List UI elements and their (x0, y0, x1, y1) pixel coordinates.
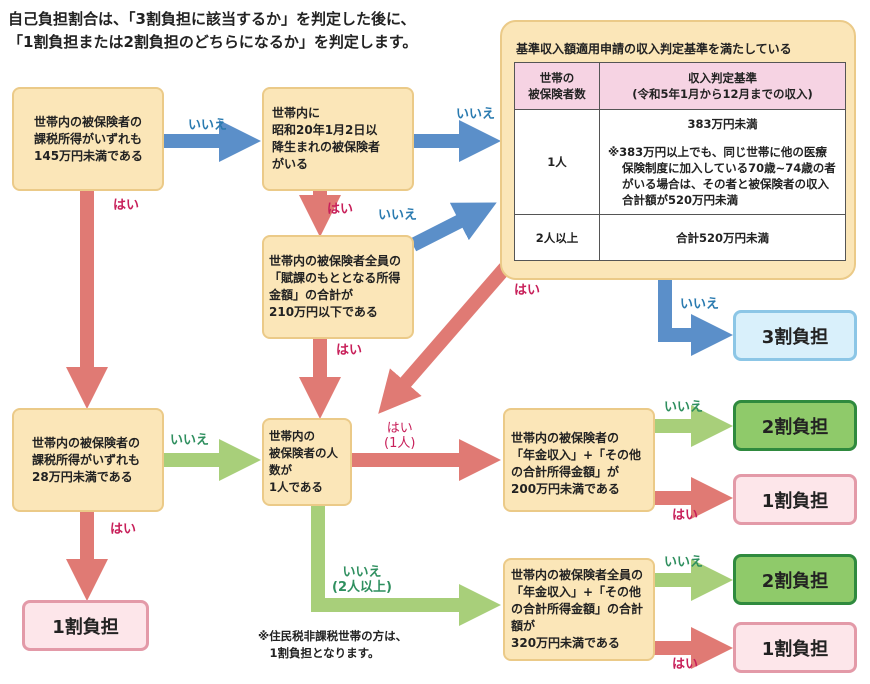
row-count: 2人以上 (514, 214, 600, 261)
label-yes: はい (327, 202, 354, 217)
criteria-box: 基準収入額適用申請の収入判定基準を満たしている 世帯の 被保険者数 収入判定基準… (500, 20, 856, 280)
box-income-210: 世帯内の被保険者全員の 「賦課のもととなる所得 金額」の合計が 210万円以下で… (262, 235, 414, 339)
box-text: 世帯内の被保険者の 課税所得がいずれも 28万円未満である (32, 435, 141, 484)
box-tax-28: 世帯内の被保険者の 課税所得がいずれも 28万円未満である (12, 408, 164, 512)
box-single-200: 世帯内の被保険者の 「年金収入」+「その他 の合計所得金額」が 200万円未満で… (503, 408, 655, 512)
table-row: 1人 383万円未満 ※383万円以上でも、同じ世帯に他の医療保険制度に加入して… (514, 109, 846, 215)
arrow-c-to-criteria (409, 202, 497, 252)
box-text: 世帯内の 被保険者の人数が 1人である (269, 429, 338, 494)
criteria-table: 世帯の 被保険者数 収入判定基準 (令和5年1月から12月までの収入) 1人 3… (514, 62, 846, 261)
heading-line-1: 自己負担割合は、「3割負担に該当するか」を判定した後に、 (8, 10, 416, 28)
box-text: 世帯内の被保険者全員の 「年金収入」+「その他 の合計所得金額」の合計 額が 3… (511, 568, 644, 650)
result-2-wari-single: 2割負担 (733, 400, 857, 451)
box-tax-145: 世帯内の被保険者の 課税所得がいずれも 145万円未満である (12, 87, 164, 191)
label-no-multi: いいえ (2人以上) (332, 565, 392, 595)
result-1-wari-low-tax: 1割負担 (22, 600, 149, 651)
result-1-wari-single: 1割負担 (733, 474, 857, 525)
result-2-wari-multi: 2割負担 (733, 554, 857, 605)
arrow-criteria-to-r3 (658, 280, 733, 356)
footnote: ※住民税非課税世帯の方は、 1割負担となります。 (258, 629, 408, 660)
label-yes: はい (110, 522, 137, 537)
row-main: 383万円未満 (687, 117, 758, 131)
label-no: いいえ (188, 118, 228, 133)
heading-line-2: 「1割負担または2割負担のどちらになるか」を判定します。 (8, 33, 418, 51)
table-row: 2人以上 合計520万円未満 (514, 214, 846, 261)
box-text: 世帯内に 昭和20年1月2日以 降生まれの被保険者 がいる (272, 106, 381, 171)
label-no: いいえ (378, 208, 418, 223)
label-no: いいえ (456, 107, 496, 122)
arrow-e-to-g (311, 506, 501, 626)
label-no: いいえ (664, 555, 704, 570)
box-text: 世帯内の被保険者全員の 「賦課のもととなる所得 金額」の合計が 210万円以下で… (269, 254, 402, 319)
label-yes-single: はい (1人) (384, 421, 416, 451)
box-text: 世帯内の被保険者の 課税所得がいずれも 145万円未満である (34, 114, 143, 163)
box-text: 世帯内の被保険者の 「年金収入」+「その他 の合計所得金額」が 200万円未満で… (511, 431, 642, 496)
label-no: いいえ (664, 400, 704, 415)
row-note: ※383万円以上でも、同じ世帯に他の医療保険制度に加入している70歳~74歳の者… (608, 145, 836, 207)
label-yes: はい (672, 657, 699, 672)
box-count-1: 世帯内の 被保険者の人数が 1人である (262, 418, 352, 506)
label-yes: はい (672, 508, 699, 523)
header-criteria: 収入判定基準 (令和5年1月から12月までの収入) (599, 62, 846, 110)
label-no: いいえ (170, 433, 210, 448)
label-yes: はい (336, 343, 363, 358)
header-count: 世帯の 被保険者数 (514, 62, 600, 110)
box-multi-320: 世帯内の被保険者全員の 「年金収入」+「その他 の合計所得金額」の合計 額が 3… (503, 558, 655, 661)
row-criteria: 383万円未満 ※383万円以上でも、同じ世帯に他の医療保険制度に加入している7… (599, 109, 846, 215)
box-born-after-s20: 世帯内に 昭和20年1月2日以 降生まれの被保険者 がいる (262, 87, 414, 191)
arrow-criteria-to-e (378, 263, 511, 414)
criteria-title: 基準収入額適用申請の収入判定基準を満たしている (516, 42, 792, 56)
label-no: いいえ (680, 297, 720, 312)
row-count: 1人 (514, 109, 600, 215)
label-yes: はい (514, 283, 541, 298)
result-3-wari: 3割負担 (733, 310, 857, 361)
row-main: 合計520万円未満 (599, 214, 846, 261)
result-1-wari-multi: 1割負担 (733, 622, 857, 673)
label-yes: はい (113, 198, 140, 213)
